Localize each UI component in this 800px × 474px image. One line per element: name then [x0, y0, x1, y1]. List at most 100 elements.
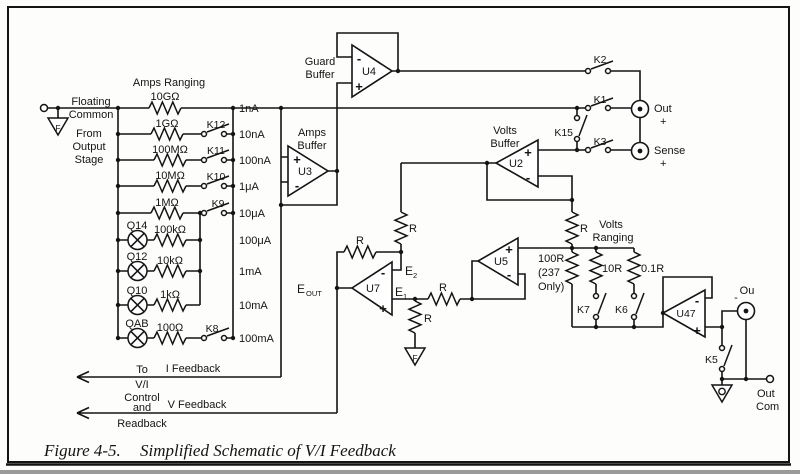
r100-note: Only) — [538, 281, 564, 293]
resistor-value: 100MΩ — [152, 144, 188, 156]
resistor-value: 1GΩ — [156, 118, 179, 130]
r01-label: 0.1R — [641, 263, 664, 275]
u3-minus: - — [295, 178, 299, 193]
sense-plus-terminal — [630, 141, 650, 161]
out-com-terminal — [765, 374, 775, 384]
k5-label: K5 — [705, 354, 718, 366]
out-plus-sign: + — [660, 116, 666, 128]
range-label: 100mA — [239, 333, 275, 345]
range-label: 1nA — [239, 103, 259, 115]
volts-buffer-label: Buffer — [490, 138, 519, 150]
switch-k15 — [573, 114, 588, 143]
k15-label: K15 — [554, 127, 573, 139]
r10-label: 10R — [602, 263, 622, 275]
u47-label: U47 — [676, 308, 695, 320]
q10-label: Q10 — [127, 285, 148, 297]
opamp-u7-error-amp — [350, 260, 393, 317]
u3-label: U3 — [298, 166, 312, 178]
lamp-q14 — [127, 229, 148, 251]
range-label: 10μA — [239, 208, 266, 220]
u7-minus: - — [381, 265, 385, 280]
range-label: 100μA — [239, 235, 272, 247]
u2-label: U2 — [509, 158, 523, 170]
resistor-value: 10MΩ — [155, 170, 185, 182]
qab-label: QAB — [125, 318, 148, 330]
r100-note: (237 — [538, 267, 560, 279]
to-vi-block: To — [136, 364, 148, 376]
figure-number: Figure 4-5. — [43, 441, 121, 460]
opamp-u2-volts-buffer — [494, 138, 539, 189]
k2-label: K2 — [594, 54, 607, 66]
out-com-label: Com — [756, 401, 779, 413]
ground-f-label: F — [55, 123, 60, 133]
output-label: Output — [72, 141, 105, 153]
q12-label: Q12 — [127, 251, 148, 263]
volts-ranging-header: Volts — [599, 219, 623, 231]
junction-dots — [55, 68, 749, 382]
r-label: R — [424, 313, 432, 325]
r-label: R — [439, 282, 447, 294]
amps-buffer-label: Buffer — [297, 140, 326, 152]
k3-label: K3 — [594, 136, 607, 148]
r-label: R — [580, 223, 588, 235]
out-plus-terminal — [630, 99, 650, 119]
figure-title: Simplified Schematic of V/I Feedback — [140, 441, 396, 460]
resistor-value: 1kΩ — [160, 289, 180, 301]
opamp-u3-amps-buffer — [287, 144, 330, 198]
u3-plus: + — [293, 152, 301, 167]
lamp-q12 — [127, 260, 148, 282]
resistor-value: 10GΩ — [150, 91, 179, 103]
u7-plus: + — [379, 301, 387, 316]
output-common-ground-icon — [711, 384, 733, 403]
u4-minus: - — [357, 51, 361, 66]
u47-minus: - — [695, 293, 699, 308]
u4-plus: + — [355, 79, 363, 94]
out-label: Out — [654, 103, 672, 115]
switch-k7 — [592, 292, 607, 321]
k12-label: K12 — [207, 119, 226, 131]
common-label: Common — [69, 109, 114, 121]
resistor-value: 1MΩ — [155, 197, 179, 209]
resistor-value: 100kΩ — [154, 224, 186, 236]
k8-label: K8 — [206, 323, 219, 335]
range-label: 1mA — [239, 266, 262, 278]
e-out-sub: OUT — [306, 289, 322, 298]
page-border — [0, 6, 800, 474]
e1-label: E — [395, 285, 403, 299]
r-label: R — [356, 235, 364, 247]
sense-label: Sense — [654, 145, 685, 157]
opamp-u5 — [476, 236, 519, 287]
range-label: 1μA — [239, 181, 259, 193]
to-vi-block: Readback — [117, 418, 167, 430]
e2-sub: 2 — [413, 271, 417, 280]
ou-label: Ou — [740, 285, 755, 297]
k11-label: K11 — [207, 145, 225, 157]
out-com-label: Out — [757, 388, 775, 400]
amps-buffer-label: Amps — [298, 127, 327, 139]
labels: Floating Common From Output Stage F F Am… — [43, 51, 779, 460]
opamp-u47 — [661, 288, 706, 339]
to-vi-block: V/I — [135, 379, 148, 391]
amps-ranging-header: Amps Ranging — [133, 77, 205, 89]
switch-k5 — [718, 344, 733, 373]
e-out-label: E — [297, 282, 305, 296]
lamp-qab — [127, 327, 148, 349]
resistor-value: 100Ω — [157, 322, 184, 334]
guard-buffer-label: Guard — [305, 56, 336, 68]
ground-symbols — [47, 117, 733, 403]
k9-label: K9 — [212, 198, 225, 210]
sense-plus-sign: + — [660, 158, 666, 170]
range-label: 100nA — [239, 155, 271, 167]
u7-label: U7 — [366, 283, 380, 295]
switch-k6 — [630, 292, 645, 321]
i-feedback-label: I Feedback — [166, 363, 221, 375]
r100-label: 100R — [538, 253, 564, 265]
k7-label: K7 — [577, 304, 590, 316]
terminals — [39, 99, 775, 384]
u5-plus: + — [505, 242, 513, 257]
wires — [47, 32, 767, 420]
resistor-value: 10kΩ — [157, 255, 183, 267]
floating-common-terminal — [39, 103, 49, 113]
